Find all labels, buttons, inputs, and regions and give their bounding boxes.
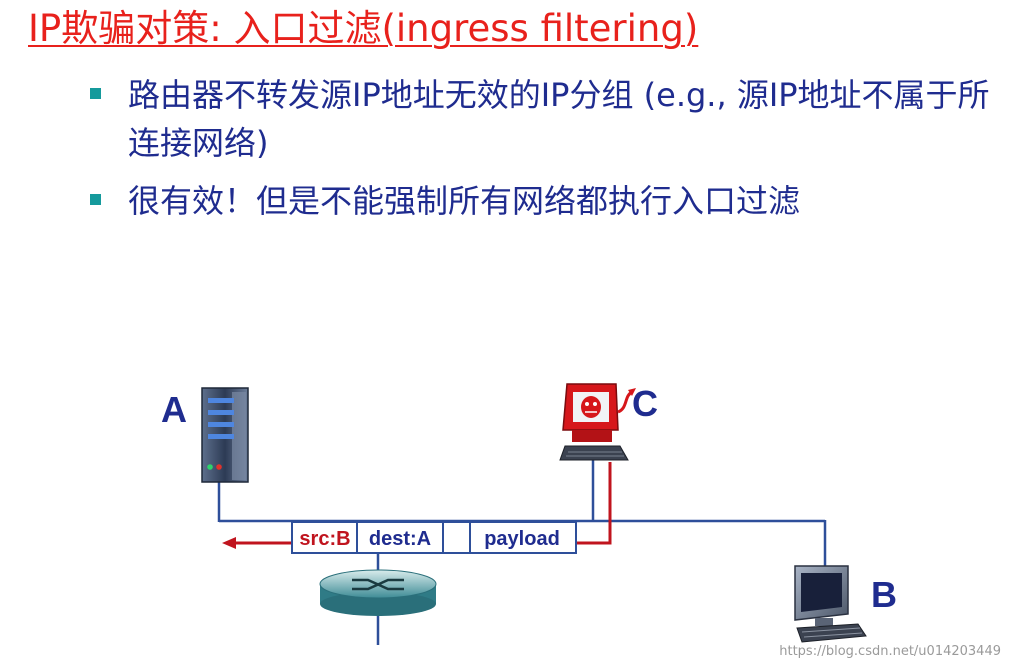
host-b-keyboard-keys [801, 627, 863, 638]
host-c-label: C [632, 383, 658, 424]
host-b-screen [801, 573, 842, 612]
host-b-label: B [871, 574, 897, 615]
bullet-marker-icon [90, 194, 101, 205]
packet: src:B dest:A payload [291, 521, 577, 554]
server-led-red [216, 464, 222, 470]
server-side [232, 392, 246, 480]
bullet-text-1: 路由器不转发源IP地址无效的IP分组 (e.g., 源IP地址不属于所连接网络) [128, 76, 990, 162]
router-bottom [320, 592, 436, 616]
keyboard-keys [566, 451, 624, 457]
router-icon [319, 569, 437, 616]
server-bay [208, 434, 234, 439]
spoofed-packet-path [222, 462, 612, 549]
slide-title: IP欺骗对策: 入口过滤(ingress filtering) [28, 7, 699, 50]
attacker-keyboard [559, 445, 629, 461]
packet-dest-field: dest:A [369, 528, 431, 550]
server-bay [208, 410, 234, 415]
packet-src-field: src:B [299, 528, 350, 550]
bullet-text-2: 很有效！但是不能强制所有网络都执行入口过滤 [128, 182, 801, 220]
devil-face [581, 396, 601, 418]
server-a-icon [201, 387, 249, 483]
watermark: https://blog.csdn.net/u014203449 [779, 644, 1001, 659]
devil-eye [593, 402, 597, 406]
packet-payload-field: payload [484, 528, 560, 550]
host-b-computer-icon [794, 565, 867, 643]
host-a-label: A [161, 389, 187, 430]
router-arrows-icon [352, 578, 404, 591]
host-b-stand [815, 618, 833, 626]
server-led-green [207, 464, 213, 470]
server-bay [208, 398, 234, 403]
bullet-marker-icon [90, 88, 101, 99]
devil-eye [585, 402, 589, 406]
packet-box [291, 521, 577, 554]
attacker-c-icon [559, 383, 636, 461]
arrow-left-icon [222, 537, 236, 549]
attacker-base [572, 430, 612, 442]
devil-tail-tip [628, 388, 636, 396]
spoof-path-line [576, 462, 612, 545]
server-bay [208, 422, 234, 427]
devil-tail [617, 390, 633, 414]
